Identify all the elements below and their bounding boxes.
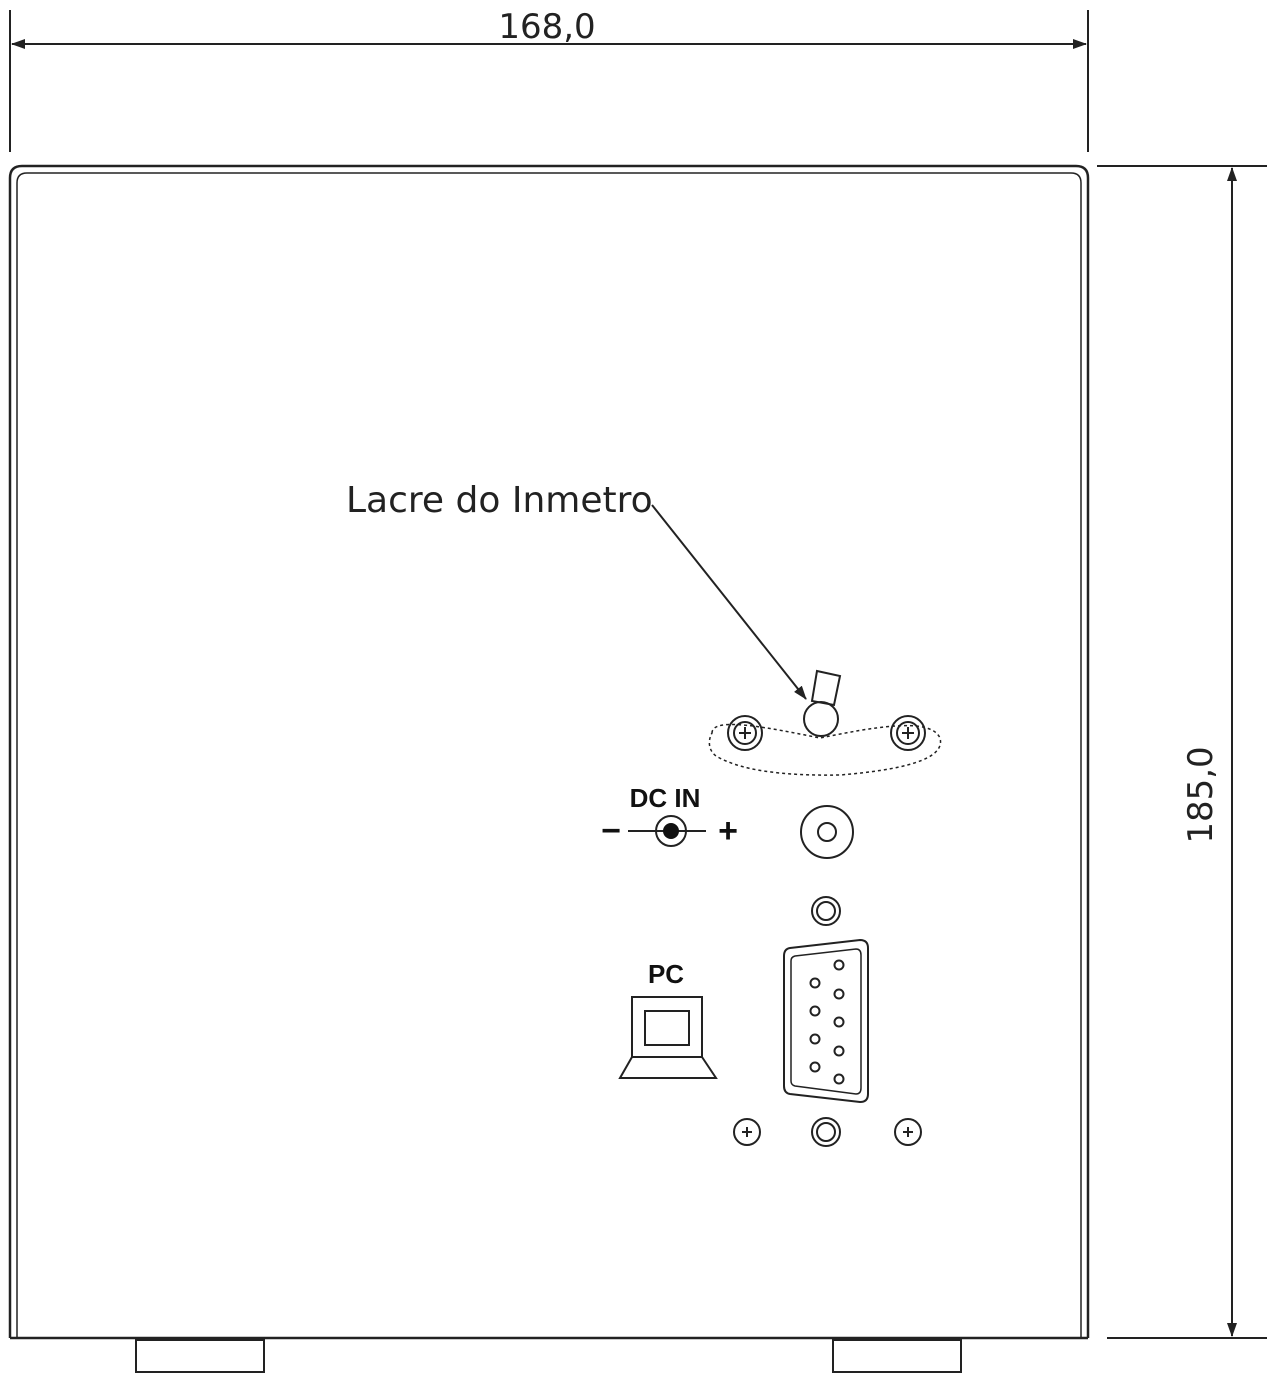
db9-shell-inner: [790, 948, 862, 1095]
width-dimension: 168,0: [9, 7, 1089, 152]
db9-pin: [833, 988, 845, 1000]
dc-in-plus: +: [718, 812, 738, 850]
enclosure-outer: [8, 164, 1090, 1338]
inmetro-seal-icon: [803, 669, 842, 737]
screw-icon: [894, 1118, 922, 1146]
standoff-icon: [811, 1117, 841, 1147]
foot-left: [135, 1339, 265, 1373]
db9-pin: [809, 1033, 821, 1045]
dc-jack: [800, 805, 854, 859]
seal-callout: Lacre do Inmetro: [346, 480, 807, 700]
db9-pin: [833, 1073, 845, 1085]
standoff-icon: [811, 896, 841, 926]
enclosure-outline: [8, 164, 1090, 1373]
width-label: 168,0: [498, 7, 595, 47]
screw-icon: [890, 715, 926, 751]
laptop-icon: [618, 996, 718, 1079]
height-label: 185,0: [1181, 746, 1221, 843]
db9-pin: [809, 1005, 821, 1017]
dc-in-minus: −: [601, 812, 621, 850]
foot-right: [832, 1339, 962, 1373]
db9-pin: [809, 1061, 821, 1073]
db9-pin: [833, 1016, 845, 1028]
db9-pins: [809, 959, 845, 1085]
seal-plate: [708, 669, 942, 776]
enclosure-inner: [16, 172, 1082, 1338]
dc-polarity-center-icon: [663, 823, 679, 839]
db9-pin: [833, 1045, 845, 1057]
seal-plate-outline: [708, 723, 942, 776]
pc-port-symbol: PC: [618, 959, 718, 1079]
db9-pin: [809, 977, 821, 989]
db9-connector: [783, 896, 869, 1147]
db9-shell-outer: [783, 938, 869, 1104]
seal-callout-label: Lacre do Inmetro: [346, 480, 653, 521]
screw-icon: [733, 1118, 761, 1146]
pc-label: PC: [648, 959, 684, 989]
dc-in-label: DC IN: [630, 783, 701, 813]
seal-callout-arrow: [651, 504, 807, 700]
dc-in-symbol: DC IN − +: [601, 783, 738, 850]
screw-icon: [727, 715, 763, 751]
dc-polarity-ring-icon: [655, 815, 687, 847]
height-dimension: 185,0: [1097, 165, 1267, 1339]
db9-pin: [833, 959, 845, 971]
